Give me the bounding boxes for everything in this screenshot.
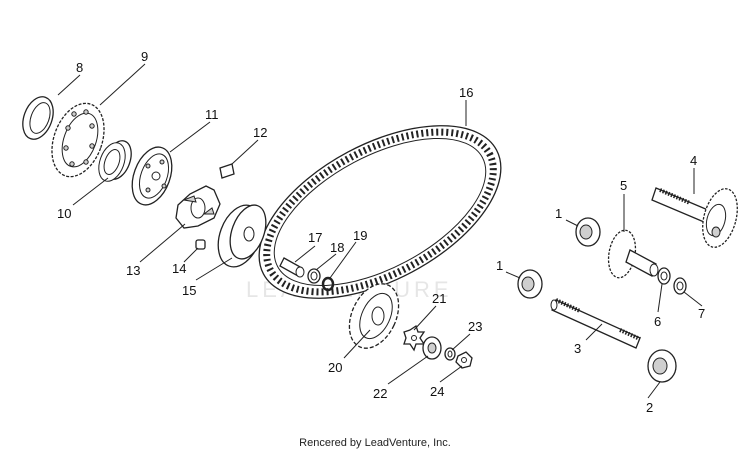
part-21-star-washer[interactable] (403, 324, 426, 352)
part-23-washer[interactable] (444, 347, 456, 361)
callout-4[interactable]: 4 (690, 153, 697, 168)
callout-9[interactable]: 9 (141, 49, 148, 64)
part-18-washer[interactable] (307, 268, 321, 284)
part-4-output-shaft[interactable] (651, 185, 743, 251)
callout-23[interactable]: 23 (468, 319, 482, 334)
callout-18[interactable]: 18 (330, 240, 344, 255)
leader-lines (57, 63, 703, 399)
callout-3[interactable]: 3 (574, 341, 581, 356)
part-24-nut[interactable] (455, 351, 473, 369)
part-10-sleeve[interactable] (94, 137, 136, 185)
callout-17[interactable]: 17 (308, 230, 322, 245)
callout-13[interactable]: 13 (126, 263, 140, 278)
callout-1-upper[interactable]: 1 (555, 206, 562, 221)
callout-14[interactable]: 14 (172, 261, 186, 276)
callout-11[interactable]: 11 (205, 107, 219, 122)
callout-20[interactable]: 20 (328, 360, 342, 375)
callout-7[interactable]: 7 (698, 306, 705, 321)
part-2-bearing[interactable] (647, 349, 677, 383)
part-17-collar[interactable] (279, 257, 305, 278)
part-15-drive-face[interactable] (210, 199, 272, 273)
part-11-ramp-plate[interactable] (125, 142, 179, 211)
callout-24[interactable]: 24 (430, 384, 444, 399)
part-5-intermediate-gear[interactable] (605, 228, 659, 280)
part-9-ring-gear[interactable] (42, 96, 113, 184)
part-13-variator-ramp[interactable] (175, 185, 221, 229)
callout-10[interactable]: 10 (57, 206, 71, 221)
callout-1-lower[interactable]: 1 (496, 258, 503, 273)
part-6-washer[interactable] (657, 267, 671, 285)
callout-21[interactable]: 21 (432, 291, 446, 306)
callout-labels: 8 9 10 11 12 13 14 15 16 17 18 19 20 21 … (57, 49, 705, 415)
part-16-drive-belt[interactable] (232, 90, 529, 334)
part-8-ring[interactable] (17, 93, 58, 144)
part-22-plate[interactable] (422, 336, 442, 360)
callout-5[interactable]: 5 (620, 178, 627, 193)
part-19-o-ring[interactable] (321, 276, 335, 292)
part-1-bearing-lower[interactable] (517, 269, 543, 299)
footer-credit: Rencered by LeadVenture, Inc. (299, 437, 451, 449)
part-1-bearing-upper[interactable] (575, 217, 601, 247)
callout-16[interactable]: 16 (459, 85, 473, 100)
callout-12[interactable]: 12 (253, 125, 267, 140)
part-3-drive-shaft[interactable] (550, 298, 641, 349)
callout-19[interactable]: 19 (353, 228, 367, 243)
part-20-fan-pulley[interactable] (340, 276, 409, 356)
callout-8[interactable]: 8 (76, 60, 83, 75)
part-7-washer[interactable] (673, 277, 687, 295)
callout-22[interactable]: 22 (373, 386, 387, 401)
callout-2[interactable]: 2 (646, 400, 653, 415)
part-12-slider[interactable] (219, 163, 235, 179)
part-14-roller-weight[interactable] (195, 239, 206, 250)
callout-6[interactable]: 6 (654, 314, 661, 329)
callout-15[interactable]: 15 (182, 283, 196, 298)
